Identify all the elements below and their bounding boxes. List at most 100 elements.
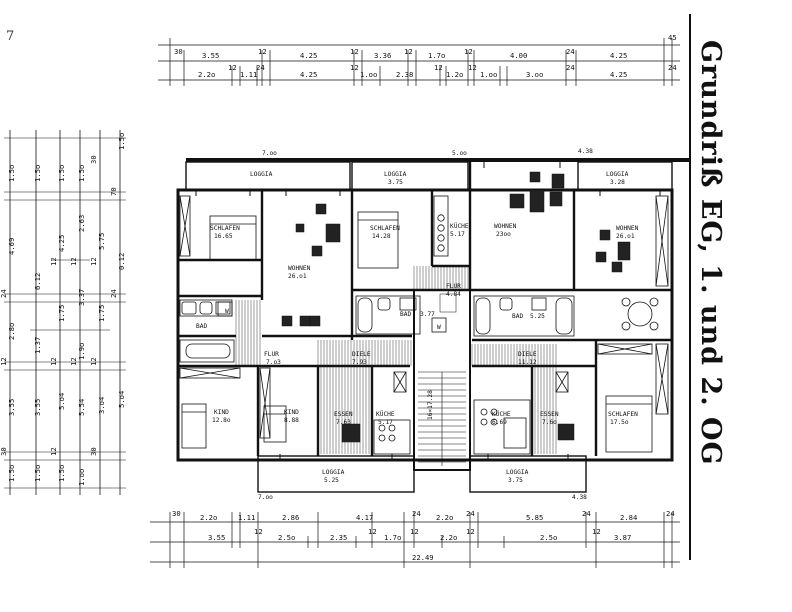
dim-label: 2.63 (77, 215, 86, 232)
w-mark: W (437, 324, 441, 331)
room-area: 3.28 (610, 179, 625, 186)
room-labels: LOGGIA LOGGIA 3.75 LOGGIA 3.28 SCHLAFEN … (196, 171, 639, 484)
dim-label: 30 (89, 447, 98, 456)
dim-label: 12 (464, 47, 473, 56)
room-name: SCHLAFEN (370, 225, 400, 232)
plan-dim: 4.38 (572, 494, 587, 501)
dim-label: 30 (89, 155, 98, 164)
dim-label: 2.2o (440, 533, 457, 542)
dim-label: 3.oo (526, 70, 543, 79)
dim-label: 12 (258, 47, 267, 56)
room-name: WOHNEN (288, 265, 311, 272)
dim-label: 5.o4 (57, 393, 66, 410)
dim-label: 12 (89, 357, 98, 366)
dim-label: 24 (566, 47, 575, 56)
room-area: 5.25 (530, 313, 545, 320)
dim-label: 3.36 (374, 51, 391, 60)
dim-label: 0.12 (117, 253, 126, 270)
dim-label: 1.11 (240, 70, 257, 79)
dim-label: 70 (109, 187, 118, 196)
dim-label: 3.55 (33, 399, 42, 416)
dim-label: 12 (254, 527, 263, 536)
plan-dim: 4.38 (578, 148, 593, 155)
dim-label: 1.5o (7, 165, 16, 182)
dim-label: 1.5o (57, 465, 66, 482)
dim-label: 24 (0, 289, 8, 298)
dim-label: 1.5o (77, 165, 86, 182)
dim-label: 4.17 (356, 513, 373, 522)
room-name: FLUR (264, 351, 279, 358)
dim-label: 1.5o (33, 165, 42, 182)
dim-label: 24 (109, 289, 118, 298)
left-dimension-labels: 1.5o 4.69 24 2.8o 12 3.55 30 1.5o 1.5o 6… (0, 133, 126, 486)
room-area: 16.65 (214, 233, 233, 240)
room-name: DIELE (518, 351, 537, 358)
dim-label: 2.35 (330, 533, 347, 542)
dim-label: 6.12 (33, 273, 42, 290)
dim-label: 3.55 (208, 533, 225, 542)
dim-label: 3.37 (77, 289, 86, 306)
dim-label: 12 (466, 527, 475, 536)
dim-label: 30 (0, 447, 8, 456)
dim-label: 1.9o (77, 343, 86, 360)
room-name: ESSEN (540, 411, 559, 418)
room-name: KIND (284, 409, 299, 416)
room-name: SCHLAFEN (608, 411, 638, 418)
room-area: 23oo (496, 231, 511, 238)
stair-label: 16×17.28 (427, 390, 434, 420)
room-name: ESSEN (334, 411, 353, 418)
dim-label: 2.86 (282, 513, 299, 522)
dim-label: 12 (410, 527, 419, 536)
room-name: LOGGIA (250, 171, 273, 178)
room-area: 7.6o (542, 419, 557, 426)
room-area: 5.17 (378, 419, 393, 426)
dim-label: 24 (412, 509, 421, 518)
dim-label: 2.5o (540, 533, 557, 542)
dim-label: 24 (666, 509, 675, 518)
dim-label: 1.5o (57, 165, 66, 182)
dim-label: 3.o4 (97, 397, 106, 414)
dim-label: 12 (69, 257, 78, 266)
dim-label: 1.5o (33, 465, 42, 482)
dim-label: 12 (228, 63, 237, 72)
dim-label: 1.37 (33, 337, 42, 354)
dim-label: 24 (566, 63, 575, 72)
room-area: 3.75 (508, 477, 523, 484)
room-name: WOHNEN (494, 223, 517, 230)
dim-label: 2.84 (620, 513, 637, 522)
dim-label: 1.75 (57, 305, 66, 322)
room-area: 17.5o (610, 419, 629, 426)
room-area: 12.8o (212, 417, 231, 424)
dim-label: 3.87 (614, 533, 631, 542)
dim-label: 2.2o (200, 513, 217, 522)
dim-label: 1.5o (117, 133, 126, 150)
dim-label: 12 (49, 447, 58, 456)
dim-label: 1.oo (77, 469, 86, 486)
room-name: LOGGIA (606, 171, 629, 178)
top-dimension-labels: 30 3.55 12 4.25 12 3.36 12 1.7o 12 4.00 … (174, 33, 677, 79)
dim-label: 12 (592, 527, 601, 536)
room-area: 3.77 (420, 311, 435, 318)
dim-label: 4.25 (300, 70, 317, 79)
dim-label: 12 (350, 47, 359, 56)
dim-label: 4.25 (57, 235, 66, 252)
stair-treads (418, 371, 466, 466)
dim-label: 2.2o (436, 513, 453, 522)
room-name: KÜCHE (376, 409, 395, 418)
dim-label: 5.85 (526, 513, 543, 522)
building-walls (176, 158, 690, 493)
room-name: DIELE (352, 351, 371, 358)
bottom-dimensions (150, 512, 680, 568)
dim-label: 4.25 (300, 51, 317, 60)
dim-label: 4.00 (510, 51, 527, 60)
room-name: WOHNEN (616, 225, 639, 232)
dim-label: 12 (404, 47, 413, 56)
dim-label: 5.o4 (117, 391, 126, 408)
room-name: KÜCHE (450, 221, 469, 230)
dim-label: 2.2o (198, 70, 215, 79)
dim-label: 12 (434, 63, 443, 72)
room-area: 14.28 (372, 233, 391, 240)
room-name: BAD (512, 313, 523, 320)
room-name: SCHLAFEN (210, 225, 240, 232)
floor-hatching (235, 266, 557, 454)
